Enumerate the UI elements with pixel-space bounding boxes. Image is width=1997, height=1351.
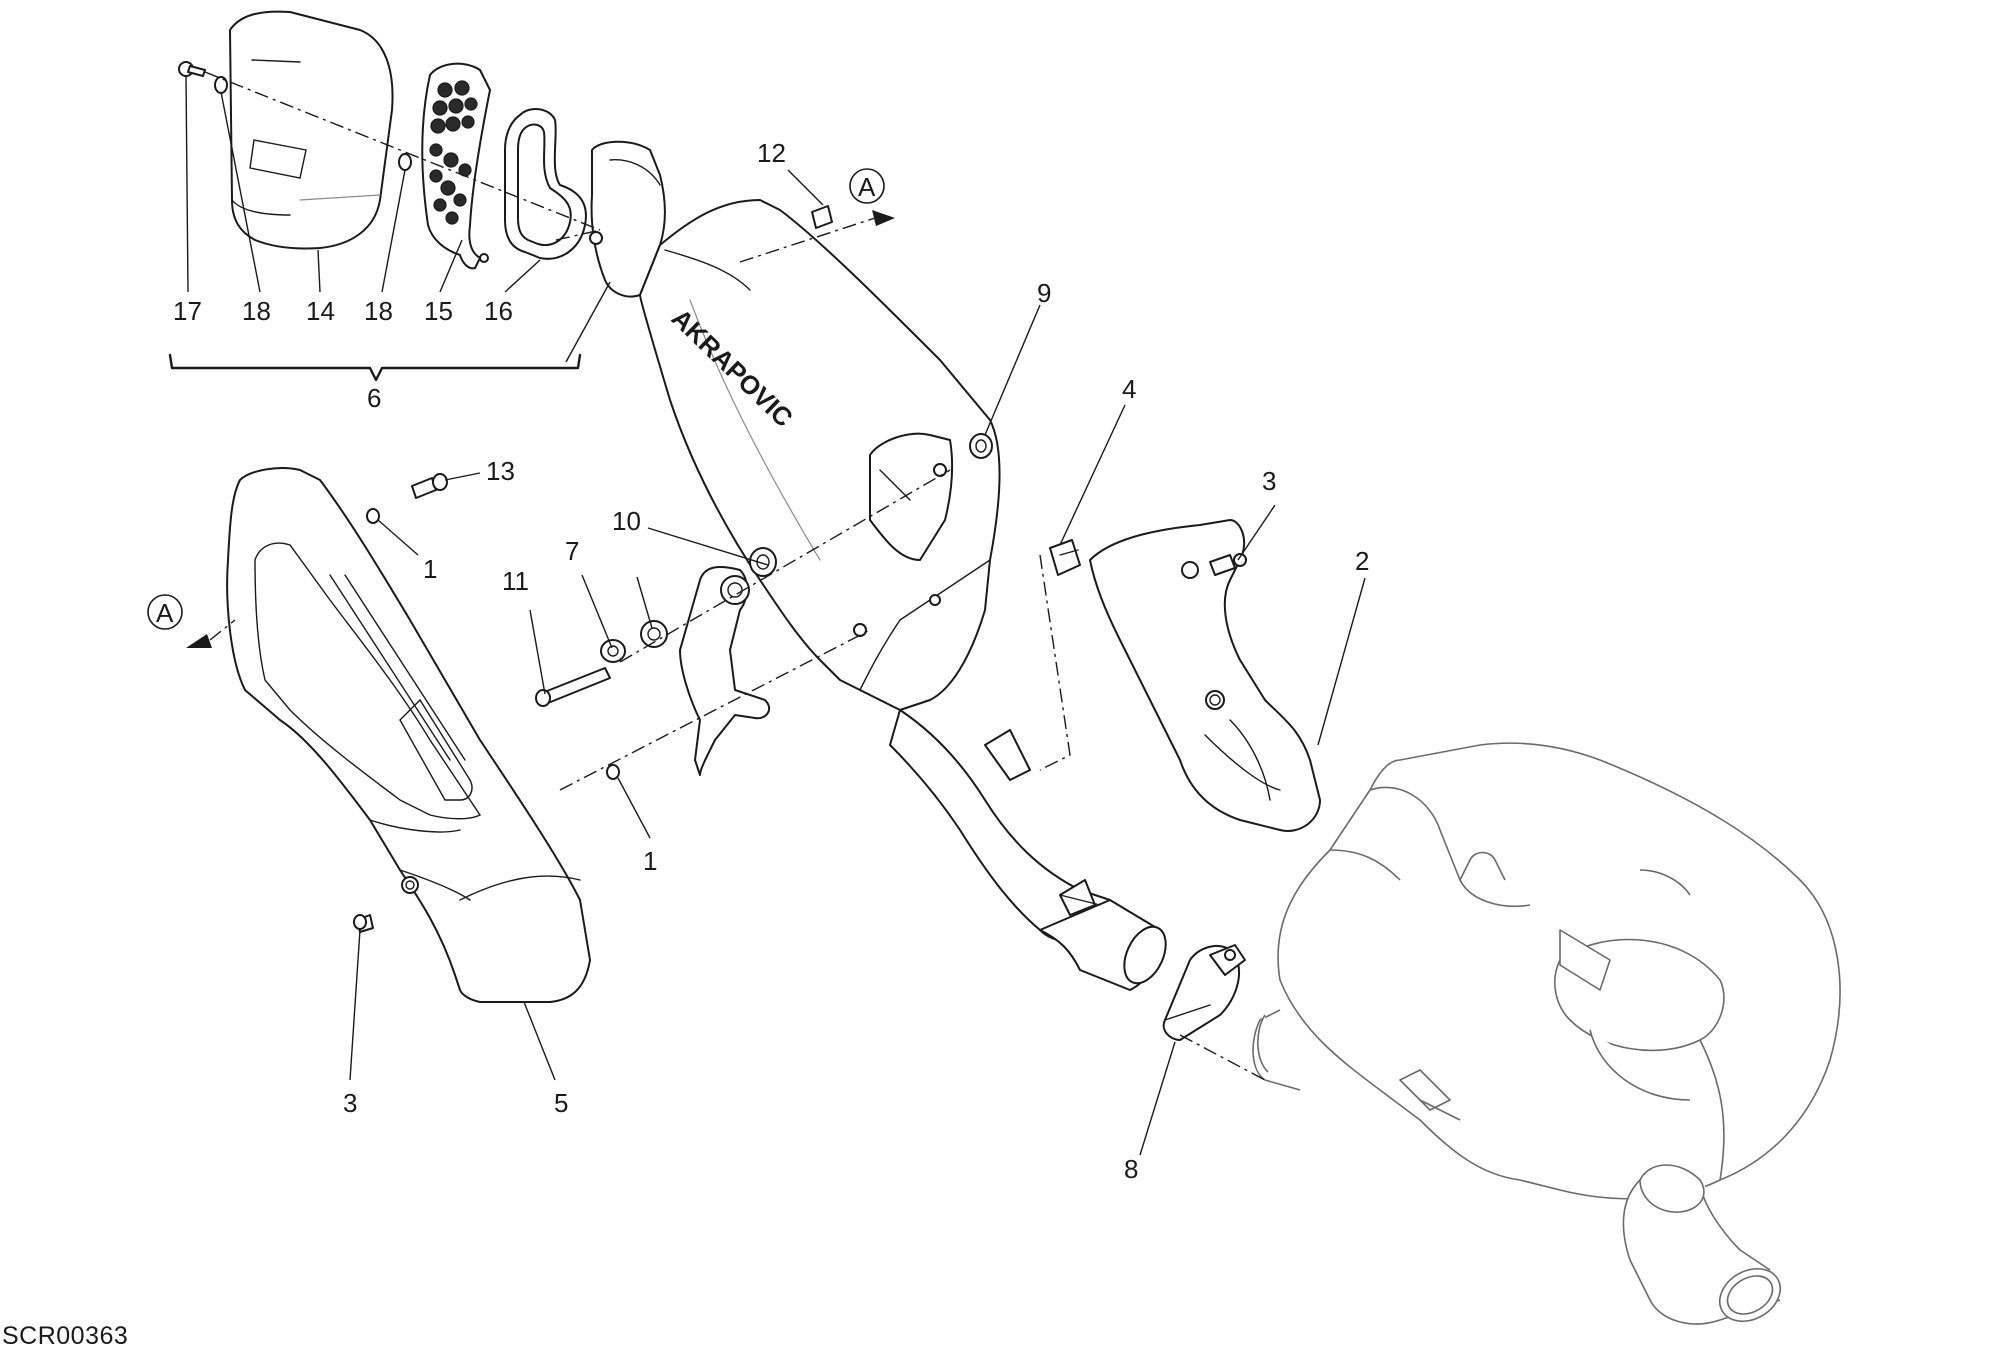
callout-3-left: 3 bbox=[343, 1088, 357, 1118]
spacer-7 bbox=[600, 639, 626, 663]
main-silencer: AKRAPOVIC bbox=[589, 140, 1001, 711]
callout-labels: 17 18 14 18 15 16 6 12 9 4 3 2 13 1 10 7… bbox=[173, 138, 1369, 1184]
callout-13: 13 bbox=[486, 456, 515, 486]
callout-14: 14 bbox=[306, 296, 335, 326]
reference-arrow-left: A bbox=[147, 594, 212, 648]
callout-8: 8 bbox=[1124, 1154, 1138, 1184]
callout-group-6: 6 bbox=[367, 383, 381, 413]
screw-17 bbox=[178, 61, 206, 77]
callout-7: 7 bbox=[565, 536, 579, 566]
callout-2: 2 bbox=[1355, 546, 1369, 576]
leader-lines bbox=[185, 75, 1366, 1156]
callout-17: 17 bbox=[173, 296, 202, 326]
callout-16: 16 bbox=[484, 296, 513, 326]
grommet-10 bbox=[749, 547, 777, 577]
group-brace bbox=[168, 353, 582, 382]
assembly-axes bbox=[204, 71, 1266, 1081]
callout-3-right: 3 bbox=[1262, 466, 1276, 496]
catalyst-box bbox=[1252, 742, 1841, 1325]
washer-10-left bbox=[640, 620, 668, 648]
callout-11: 11 bbox=[502, 566, 529, 596]
heat-shield-5 bbox=[226, 467, 591, 1003]
bracket bbox=[679, 566, 771, 776]
washer-1-bottom bbox=[606, 764, 620, 780]
callout-1-top: 1 bbox=[423, 554, 437, 584]
mesh-guard-15 bbox=[421, 62, 491, 270]
washer-18-right bbox=[398, 153, 412, 171]
callout-18-left: 18 bbox=[242, 296, 271, 326]
callout-1-bottom: 1 bbox=[643, 846, 657, 876]
reference-marker-right: A bbox=[858, 172, 876, 202]
gasket-16 bbox=[504, 108, 587, 260]
reference-marker-left: A bbox=[156, 598, 174, 628]
heat-shield-2 bbox=[1049, 519, 1321, 832]
callout-18-right: 18 bbox=[364, 296, 393, 326]
callout-4: 4 bbox=[1122, 374, 1136, 404]
callout-5: 5 bbox=[554, 1088, 568, 1118]
grommet-9 bbox=[969, 433, 993, 459]
washer-1-top bbox=[366, 508, 380, 524]
clamp-8 bbox=[1162, 944, 1246, 1041]
callout-10: 10 bbox=[612, 506, 641, 536]
reference-arrow-right: A bbox=[849, 168, 895, 226]
callout-12: 12 bbox=[757, 138, 786, 168]
bolt-13 bbox=[411, 473, 448, 499]
link-pipe bbox=[889, 709, 1167, 991]
bolt-11 bbox=[535, 667, 611, 707]
callout-15: 15 bbox=[424, 296, 453, 326]
nut-12 bbox=[811, 205, 833, 229]
drawing-code: SCR00363 bbox=[2, 1322, 129, 1350]
callout-9: 9 bbox=[1037, 278, 1051, 308]
heat-shield-14 bbox=[229, 10, 394, 250]
screw-3-left bbox=[353, 914, 374, 933]
